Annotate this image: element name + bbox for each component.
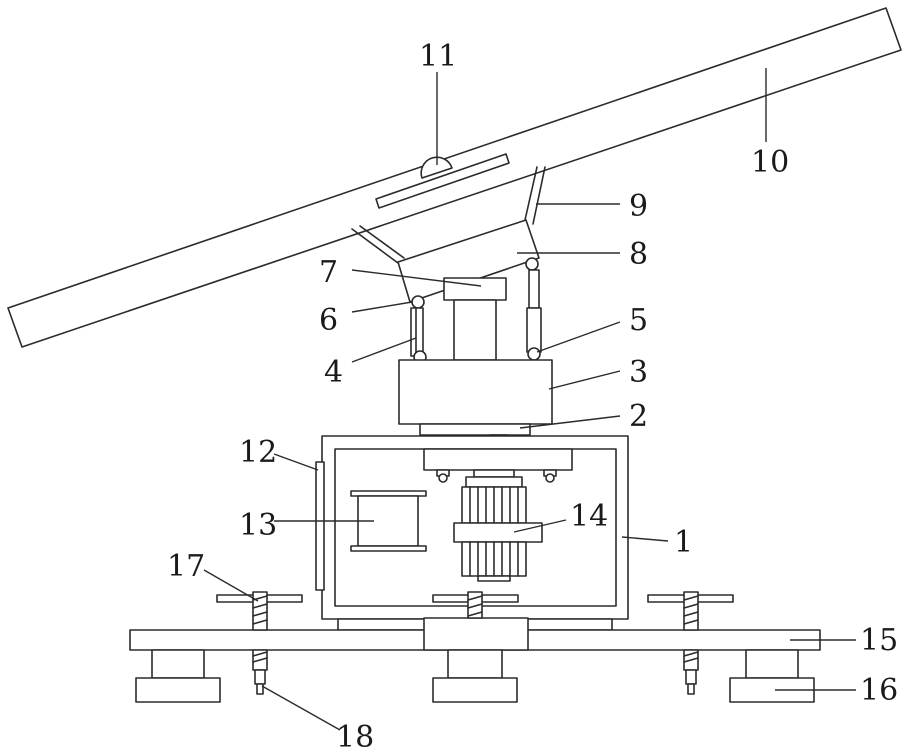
label-18: 18 xyxy=(336,720,374,755)
label-5: 5 xyxy=(629,303,648,338)
label-9: 9 xyxy=(629,189,648,224)
label-3: 3 xyxy=(629,355,648,390)
label-6: 6 xyxy=(319,303,338,338)
label-13: 13 xyxy=(239,508,277,543)
label-1: 1 xyxy=(674,525,693,560)
cylinder-top-block xyxy=(444,278,506,360)
label-10: 10 xyxy=(751,145,789,180)
label-17: 17 xyxy=(167,549,205,584)
label-7: 7 xyxy=(319,255,338,290)
label-16: 16 xyxy=(860,673,898,708)
label-12: 12 xyxy=(239,435,277,470)
label-8: 8 xyxy=(629,237,648,272)
lower-block xyxy=(399,360,552,424)
label-4: 4 xyxy=(324,355,343,390)
label-11: 11 xyxy=(419,39,457,74)
label-2: 2 xyxy=(629,399,648,434)
base-plate xyxy=(130,618,820,650)
label-14: 14 xyxy=(570,499,608,534)
side-door xyxy=(316,462,324,590)
label-15: 15 xyxy=(860,623,898,658)
support-feet xyxy=(136,650,814,702)
